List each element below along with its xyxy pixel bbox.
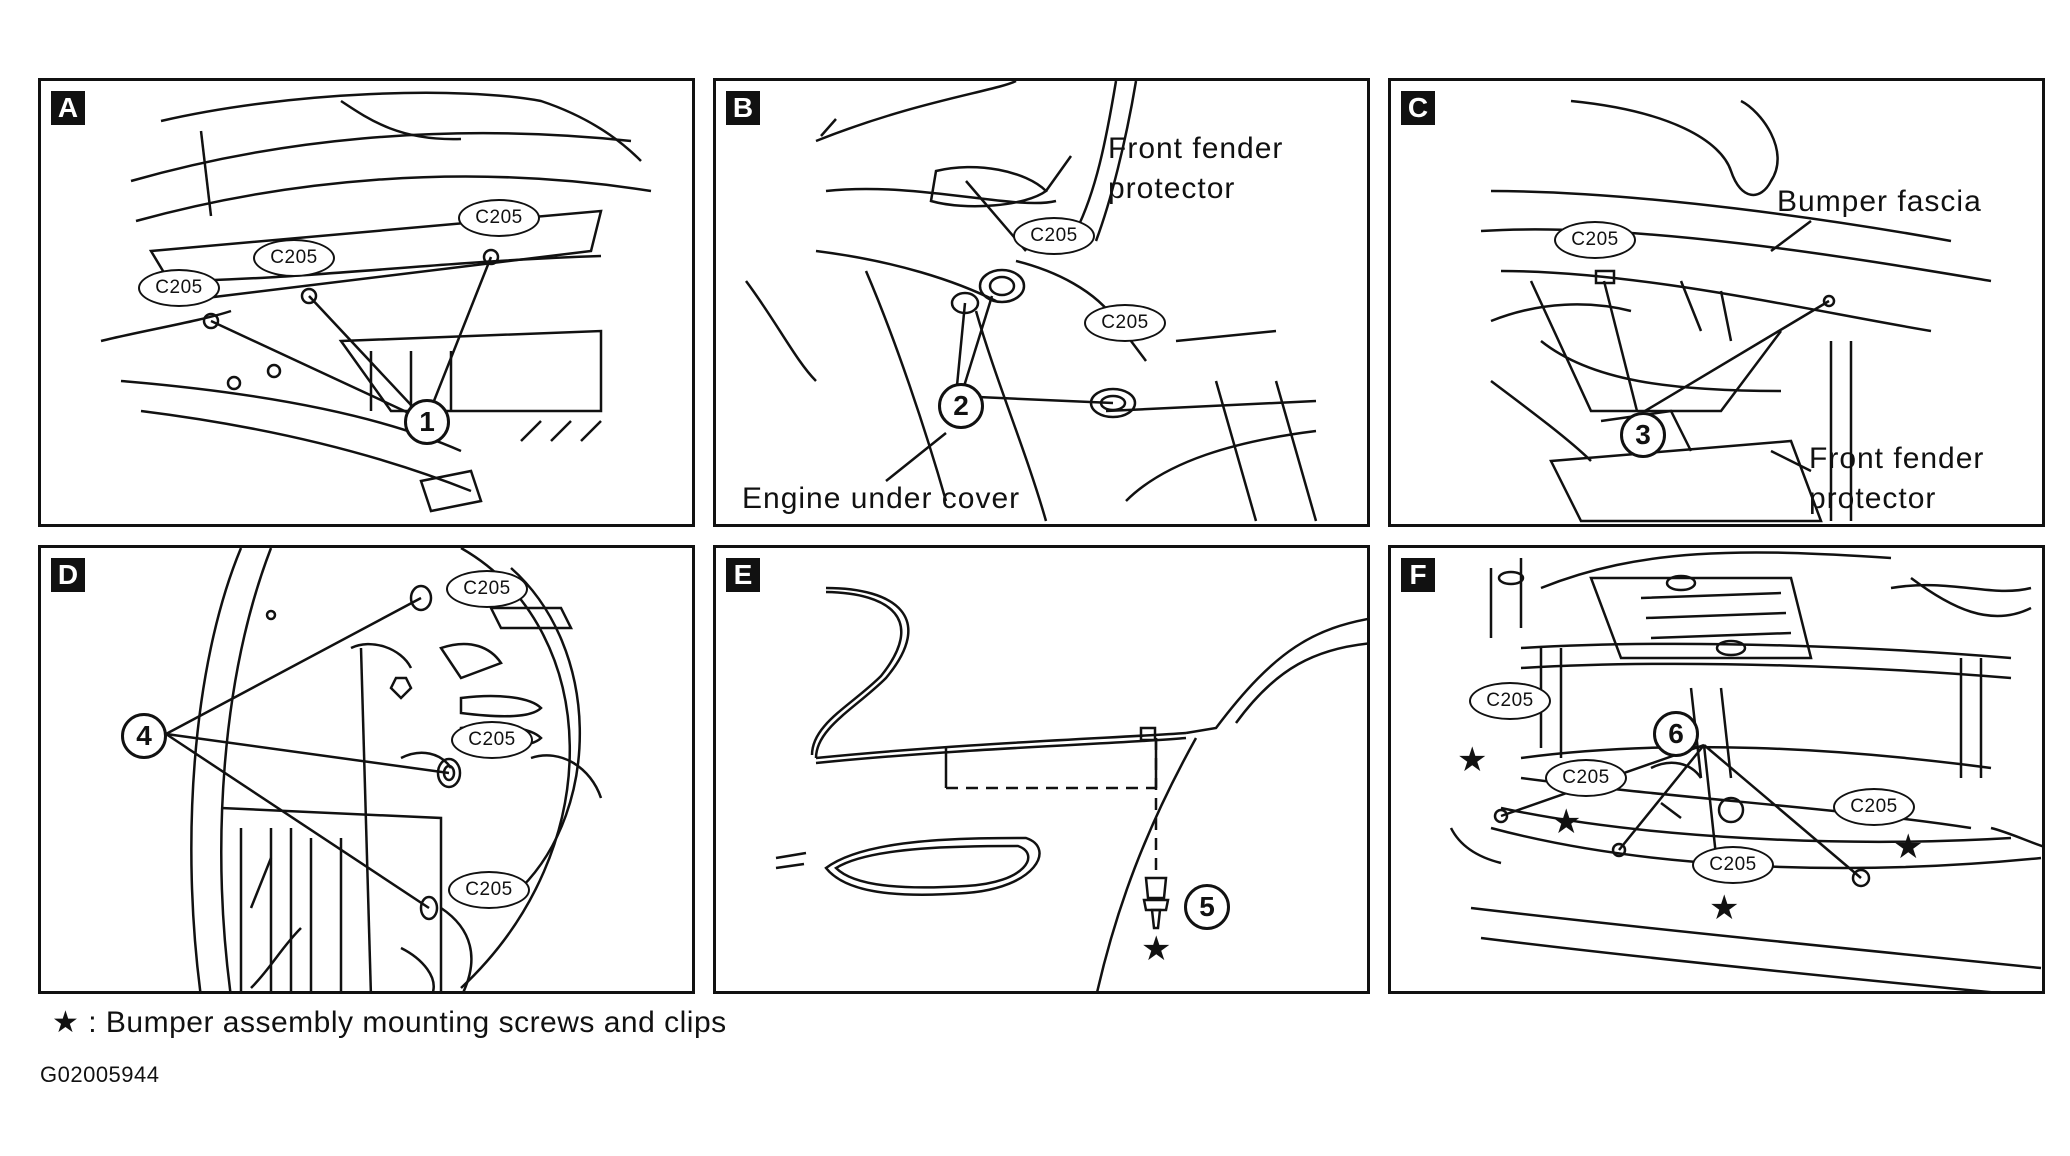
callout-6: 6 bbox=[1653, 711, 1699, 757]
label-front-fender-protector-line1: Front fender bbox=[1809, 442, 1985, 475]
label-front-fender-protector-line2: protector bbox=[1108, 172, 1236, 205]
star-icon: ★ bbox=[1551, 803, 1582, 841]
panel-letter-f: F bbox=[1401, 558, 1435, 592]
connector-label: C205 bbox=[1469, 682, 1551, 720]
label-front-fender-protector-line1: Front fender bbox=[1108, 132, 1284, 165]
panel-f: F C205 C205 C205 C205 6 ★ ★ ★ ★ bbox=[1388, 545, 2045, 994]
panel-f-drawing bbox=[1449, 551, 2042, 991]
label-engine-under-cover: Engine under cover bbox=[742, 482, 1021, 515]
callout-5: 5 bbox=[1184, 884, 1230, 930]
connector-label: C205 bbox=[1545, 759, 1627, 797]
label-front-fender-protector-line2: protector bbox=[1809, 482, 1937, 515]
callout-2: 2 bbox=[938, 383, 984, 429]
panel-d: D C205 C205 C205 4 bbox=[38, 545, 695, 994]
connector-label: C205 bbox=[1833, 788, 1915, 826]
star-icon: ★ bbox=[1709, 889, 1740, 927]
panel-letter-b: B bbox=[726, 91, 760, 125]
panel-letter-e: E bbox=[726, 558, 760, 592]
connector-label: C205 bbox=[253, 239, 335, 277]
panel-c: C C205 3 Bumper fascia Front fender prot… bbox=[1388, 78, 2045, 527]
connector-label: C205 bbox=[1692, 846, 1774, 884]
star-icon: ★ bbox=[1141, 930, 1172, 968]
connector-label: C205 bbox=[1554, 221, 1636, 259]
panel-b: B C205 C205 2 Front fender protector Eng… bbox=[713, 78, 1370, 527]
legend-text: ★ : Bumper assembly mounting screws and … bbox=[52, 1006, 727, 1039]
connector-label: C205 bbox=[451, 721, 533, 759]
panel-e: E 5 ★ bbox=[713, 545, 1370, 994]
panel-d-drawing bbox=[165, 548, 603, 991]
callout-4: 4 bbox=[121, 713, 167, 759]
star-icon: ★ bbox=[1457, 741, 1488, 779]
panel-letter-a: A bbox=[51, 91, 85, 125]
panel-letter-c: C bbox=[1401, 91, 1435, 125]
callout-1: 1 bbox=[404, 399, 450, 445]
panel-c-drawing bbox=[1480, 99, 1992, 523]
connector-label: C205 bbox=[446, 570, 528, 608]
figure-id: G02005944 bbox=[40, 1062, 160, 1087]
panel-a-drawing bbox=[100, 91, 652, 513]
connector-label: C205 bbox=[448, 871, 530, 909]
panel-letter-d: D bbox=[51, 558, 85, 592]
connector-label: C205 bbox=[138, 269, 220, 307]
connector-label: C205 bbox=[1084, 304, 1166, 342]
panel-e-drawing bbox=[775, 586, 1367, 991]
star-icon: ★ bbox=[1893, 828, 1924, 866]
panel-a: A C205 C205 C205 1 bbox=[38, 78, 695, 527]
callout-3: 3 bbox=[1620, 412, 1666, 458]
label-bumper-fascia: Bumper fascia bbox=[1777, 185, 1982, 218]
connector-label: C205 bbox=[458, 199, 540, 237]
connector-label: C205 bbox=[1013, 217, 1095, 255]
